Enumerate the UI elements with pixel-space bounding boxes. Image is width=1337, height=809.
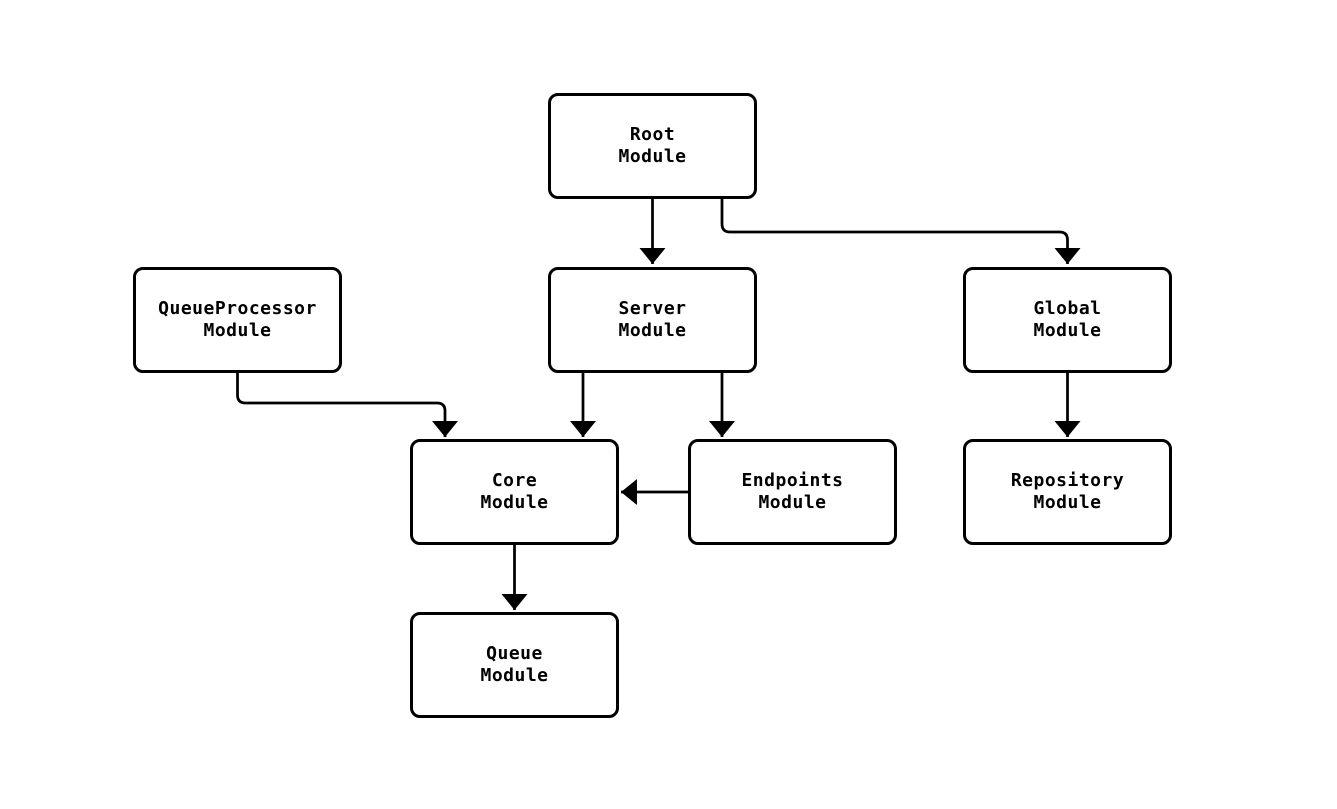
node-queueprocessor-module: QueueProcessor Module xyxy=(133,267,342,373)
edge-root-to-global xyxy=(720,199,1081,264)
node-queueprocessor-module-label: QueueProcessor Module xyxy=(158,298,317,341)
node-endpoints-module: Endpoints Module xyxy=(688,439,897,545)
node-endpoints-module-label: Endpoints Module xyxy=(741,470,844,513)
node-core-module-label: Core Module xyxy=(480,470,549,513)
node-repository-module: Repository Module xyxy=(963,439,1172,545)
node-queue-module: Queue Module xyxy=(410,612,619,718)
node-server-module-label: Server Module xyxy=(618,298,687,341)
node-global-module-label: Global Module xyxy=(1033,298,1102,341)
node-repository-module-label: Repository Module xyxy=(1010,470,1125,513)
node-root-module-label: Root Module xyxy=(618,124,687,167)
node-root-module: Root Module xyxy=(548,93,757,199)
node-core-module: Core Module xyxy=(410,439,619,545)
node-global-module: Global Module xyxy=(963,267,1172,373)
edge-queueprocessor-to-core xyxy=(236,373,458,437)
node-queue-module-label: Queue Module xyxy=(480,643,549,686)
node-server-module: Server Module xyxy=(548,267,757,373)
